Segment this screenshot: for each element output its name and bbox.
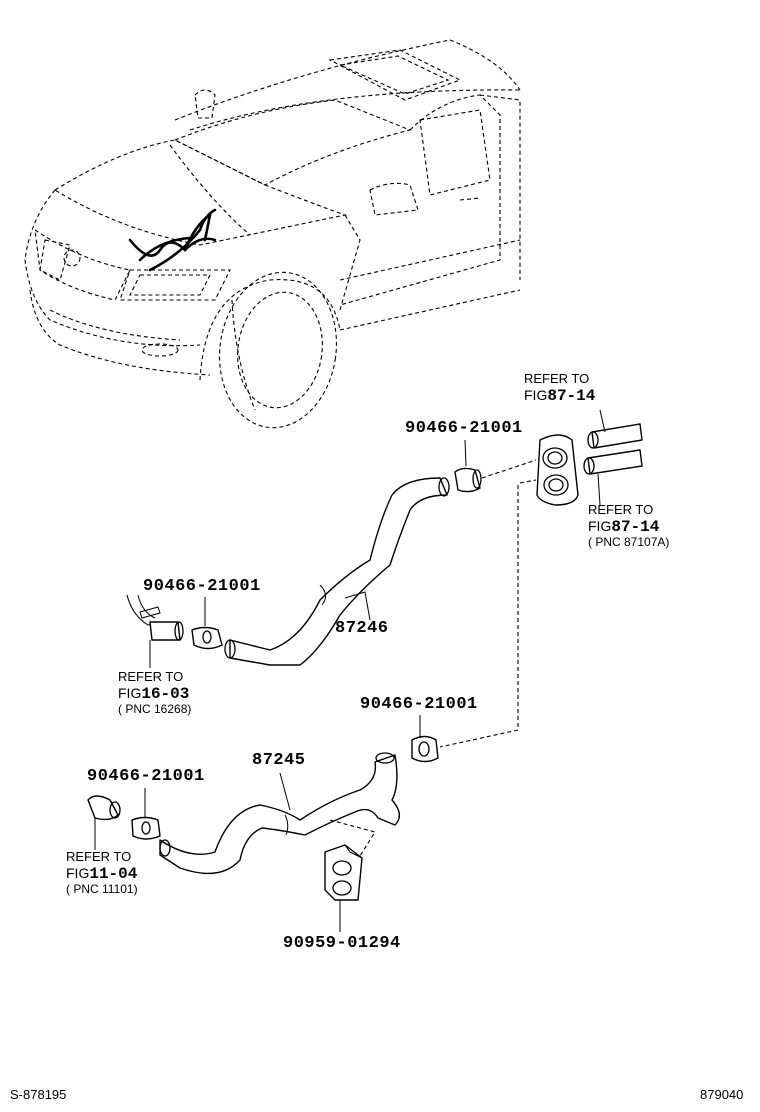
clamp-lower-left xyxy=(131,816,161,840)
ref-left-line1: REFER TO xyxy=(118,669,184,684)
ref-top-right-fig-number: 87-14 xyxy=(547,387,596,405)
ref-lower-left-fig: FIG11-04 xyxy=(66,866,138,882)
footer-right-code: 879040 xyxy=(700,1087,744,1102)
ref-top-right-line1: REFER TO xyxy=(524,371,590,386)
clip xyxy=(324,844,363,901)
clamp-upper xyxy=(454,467,482,493)
ref-mid-right-line1: REFER TO xyxy=(588,502,654,517)
ref-left-fig-number: 16-03 xyxy=(141,685,190,703)
ref-mid-right-pnc: ( PNC 87107A) xyxy=(588,535,670,549)
ref-mid-right: REFER TO FIG87-14 ( PNC 87107A) xyxy=(588,503,669,548)
ref-left: REFER TO FIG16-03 ( PNC 16268) xyxy=(118,670,191,715)
clip-label: 90959-01294 xyxy=(283,934,401,953)
clamp-mid-right-label: 90466-21001 xyxy=(360,695,478,714)
pipe-lower-left xyxy=(87,795,121,821)
clamp-upper-label: 90466-21001 xyxy=(405,419,523,438)
ref-mid-right-prefix: FIG xyxy=(588,518,612,534)
clamp-left-label: 90466-21001 xyxy=(143,577,261,596)
ref-top-right: REFER TO FIG87-14 xyxy=(524,372,595,404)
ref-lower-left: REFER TO FIG11-04 ( PNC 11101) xyxy=(66,850,138,895)
hose-87246 xyxy=(224,477,450,666)
footer-left-code: S-878195 xyxy=(10,1087,67,1102)
hose-upper-label: 87246 xyxy=(335,619,389,638)
hose-87245 xyxy=(159,752,400,875)
ref-lower-left-line1: REFER TO xyxy=(66,849,132,864)
clamp-lower-left-label: 90466-21001 xyxy=(87,767,205,786)
ref-top-right-fig: FIG87-14 xyxy=(524,388,595,404)
clamp-left xyxy=(191,626,223,650)
ref-top-right-prefix: FIG xyxy=(524,387,548,403)
grommet xyxy=(536,434,579,506)
car-illustration xyxy=(24,39,521,429)
hose-lower-label: 87245 xyxy=(252,751,306,770)
ref-lower-left-fig-number: 11-04 xyxy=(89,865,138,883)
ref-mid-right-fig-number: 87-14 xyxy=(611,518,660,536)
ref-lower-left-pnc: ( PNC 11101) xyxy=(66,882,138,896)
ref-left-fig: FIG16-03 xyxy=(118,686,191,702)
clamp-mid-right xyxy=(411,735,439,763)
heater-pipes xyxy=(583,423,643,475)
pipe-left xyxy=(126,594,184,641)
ref-mid-right-fig: FIG87-14 xyxy=(588,519,669,535)
ref-left-pnc: ( PNC 16268) xyxy=(118,702,192,716)
ref-left-prefix: FIG xyxy=(118,685,142,701)
ref-lower-left-prefix: FIG xyxy=(66,865,90,881)
